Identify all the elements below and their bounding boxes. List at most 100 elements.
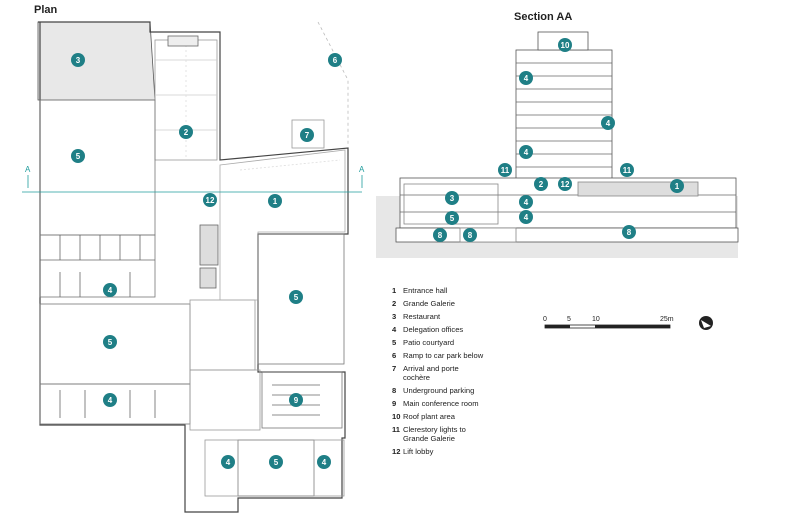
plan-marker-4: 4 xyxy=(221,455,235,469)
section-marker-2: 2 xyxy=(534,177,548,191)
legend-number: 12 xyxy=(392,447,401,456)
svg-text:8: 8 xyxy=(627,228,632,237)
north-arrow-icon xyxy=(699,316,713,330)
svg-text:8: 8 xyxy=(438,231,443,240)
legend-item: 6 Ramp to car park below xyxy=(392,351,572,360)
legend-item: 7 Arrival and porte cochère xyxy=(392,364,572,382)
section-marker-3: 3 xyxy=(445,191,459,205)
legend-item: 1 Entrance hall xyxy=(392,286,572,295)
scale-tick-0: 0 xyxy=(543,316,547,323)
floor-plan xyxy=(37,21,349,513)
legend-item: 3 Restaurant xyxy=(392,312,572,321)
legend-label: Patio courtyard xyxy=(403,338,455,347)
section-marker-1: 1 xyxy=(670,179,684,193)
plan-marker-7: 7 xyxy=(300,128,314,142)
svg-text:11: 11 xyxy=(623,166,632,175)
section-marker-4: 4 xyxy=(519,210,533,224)
plan-marker-5: 5 xyxy=(269,455,283,469)
legend-number: 6 xyxy=(392,351,397,360)
plan-marker-1: 1 xyxy=(268,194,282,208)
scale-tick-10: 10 xyxy=(592,316,600,323)
legend-label: Grande Galerie xyxy=(403,299,455,308)
svg-text:5: 5 xyxy=(274,458,279,467)
section-marker-10: 10 xyxy=(558,38,572,52)
svg-text:4: 4 xyxy=(108,286,113,295)
plan-marker-5: 5 xyxy=(289,290,303,304)
legend-number: 8 xyxy=(392,386,397,395)
plan-marker-6: 6 xyxy=(328,53,342,67)
svg-text:12: 12 xyxy=(561,180,570,189)
plan-marker-12: 12 xyxy=(203,193,217,207)
legend-label: Roof plant area xyxy=(403,412,455,421)
svg-text:4: 4 xyxy=(108,396,113,405)
svg-text:5: 5 xyxy=(294,293,299,302)
svg-text:8: 8 xyxy=(468,231,473,240)
plan-marker-9: 9 xyxy=(289,393,303,407)
legend-number: 7 xyxy=(392,364,397,373)
cut-label-right: A xyxy=(359,165,365,174)
legend-number: 10 xyxy=(392,412,401,421)
plan-marker-3: 3 xyxy=(71,53,85,67)
plan-markers: 3 6 2 7 5 1 12 4 5 5 4 9 4 5 4 xyxy=(71,53,342,469)
scale-bar: 0 5 10 25m xyxy=(543,316,674,329)
section-title: Section AA xyxy=(514,11,573,23)
plan-marker-2: 2 xyxy=(179,125,193,139)
legend-number: 4 xyxy=(392,325,397,334)
plan-marker-4: 4 xyxy=(317,455,331,469)
svg-text:4: 4 xyxy=(524,198,529,207)
svg-text:9: 9 xyxy=(294,396,299,405)
legend-number: 2 xyxy=(392,299,397,308)
svg-text:4: 4 xyxy=(524,213,529,222)
section-marker-4: 4 xyxy=(519,71,533,85)
legend-number: 3 xyxy=(392,312,397,321)
svg-text:4: 4 xyxy=(524,74,529,83)
svg-text:4: 4 xyxy=(524,148,529,157)
svg-text:4: 4 xyxy=(226,458,231,467)
plan-marker-4: 4 xyxy=(103,283,117,297)
section-marker-11: 11 xyxy=(620,163,634,177)
svg-text:10: 10 xyxy=(561,41,570,50)
legend-label: Restaurant xyxy=(403,312,441,321)
section-marker-4: 4 xyxy=(601,116,615,130)
section-marker-8: 8 xyxy=(433,228,447,242)
legend-label: Entrance hall xyxy=(403,286,448,295)
section-cut-line: A A xyxy=(22,165,365,193)
svg-text:3: 3 xyxy=(450,194,455,203)
legend-label: Lift lobby xyxy=(403,447,434,456)
section-marker-5: 5 xyxy=(445,211,459,225)
section-marker-12: 12 xyxy=(558,177,572,191)
section-marker-11: 11 xyxy=(498,163,512,177)
section-marker-8: 8 xyxy=(463,228,477,242)
svg-text:5: 5 xyxy=(108,338,113,347)
svg-text:5: 5 xyxy=(450,214,455,223)
scale-tick-25m: 25m xyxy=(660,316,674,323)
plan-title: Plan xyxy=(34,4,58,16)
svg-text:2: 2 xyxy=(184,128,189,137)
svg-text:4: 4 xyxy=(322,458,327,467)
legend-label: Clerestory lights to Grande Galerie xyxy=(403,425,466,443)
legend-number: 1 xyxy=(392,286,397,295)
section-marker-4: 4 xyxy=(519,195,533,209)
plan-marker-4: 4 xyxy=(103,393,117,407)
svg-text:12: 12 xyxy=(206,196,215,205)
legend-label: Main conference room xyxy=(403,399,479,408)
legend-number: 11 xyxy=(392,425,401,434)
plan-marker-5: 5 xyxy=(71,149,85,163)
legend-label: Ramp to car park below xyxy=(403,351,484,360)
section-marker-8: 8 xyxy=(622,225,636,239)
legend: 1 Entrance hall 2 Grande Galerie 3 Restaura… xyxy=(392,286,572,460)
legend-label: Arrival and porte cochère xyxy=(403,364,459,382)
svg-text:4: 4 xyxy=(606,119,611,128)
legend-number: 9 xyxy=(392,399,397,408)
building-section xyxy=(376,31,739,258)
svg-text:3: 3 xyxy=(76,56,81,65)
svg-text:2: 2 xyxy=(539,180,544,189)
svg-text:1: 1 xyxy=(675,182,680,191)
svg-text:5: 5 xyxy=(76,152,81,161)
